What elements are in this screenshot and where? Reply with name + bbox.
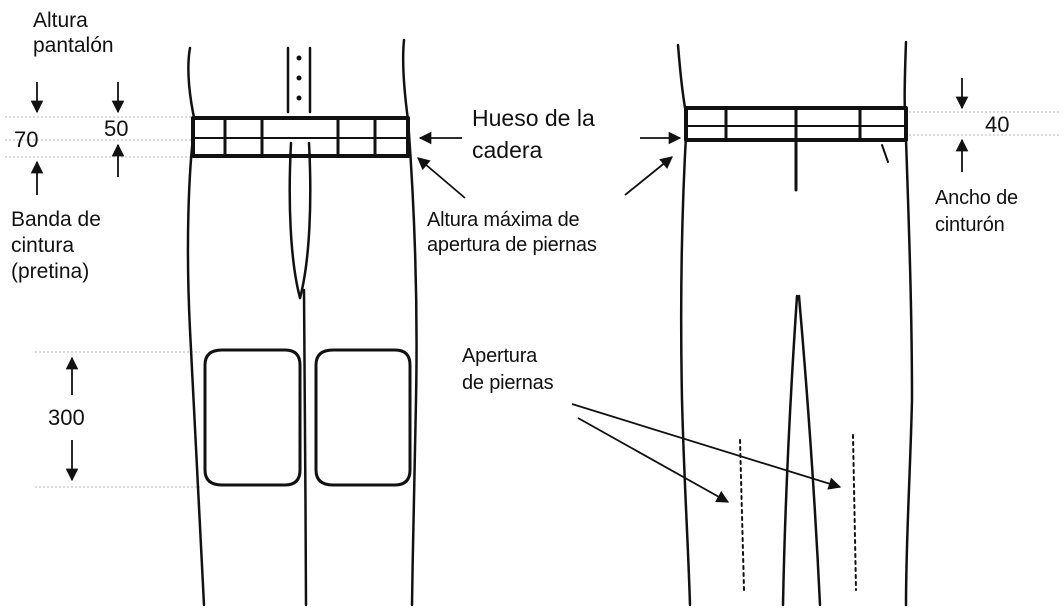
front-pants	[186, 38, 418, 607]
label-banda-cintura: Banda de cintura (pretina)	[11, 207, 101, 285]
front-outline-right	[401, 38, 418, 607]
back-dart	[881, 144, 889, 163]
front-inseam	[302, 288, 308, 607]
front-belt-strap	[286, 46, 312, 114]
arrow-altura-max-right	[624, 156, 673, 196]
front-outline-left	[186, 46, 206, 607]
annotation-arrows	[30, 78, 969, 503]
label-line: pantalón	[33, 34, 114, 57]
label-line: (pretina)	[11, 260, 90, 283]
label-line: cinturón	[935, 214, 1005, 236]
back-outline-left	[676, 43, 692, 607]
back-belt-loops	[724, 108, 862, 140]
label-altura-pantalon: Altura pantalón	[33, 8, 114, 58]
back-outline-right	[903, 40, 914, 607]
label-line: Altura máxima de	[427, 209, 580, 231]
measurement-40: 40	[985, 112, 1010, 137]
label-line: de piernas	[462, 372, 554, 394]
knee-patch-left	[203, 348, 302, 487]
measurement-300: 300	[48, 405, 85, 430]
guide-lines	[5, 111, 1060, 488]
label-line: cintura	[11, 234, 75, 257]
arrow-altura-max-left	[417, 157, 466, 199]
knee-patch-right	[314, 348, 412, 487]
label-line: Altura	[33, 9, 88, 32]
arrow-apertura-right	[571, 403, 842, 490]
label-ancho-cinturon: Ancho de cinturón	[935, 185, 1018, 239]
label-apertura-piernas: Apertura de piernas	[462, 343, 554, 397]
measurement-70: 70	[14, 127, 39, 152]
label-line: Ancho de	[935, 187, 1018, 209]
front-fly	[288, 141, 312, 300]
arrow-apertura-left	[577, 417, 730, 503]
measurement-50: 50	[104, 116, 129, 141]
label-hueso-cadera: Hueso de la cadera	[472, 102, 595, 166]
back-inseam	[781, 294, 822, 607]
leg-opening-stitch	[739, 434, 857, 591]
label-line: Banda de	[11, 208, 101, 231]
label-line: Apertura	[462, 345, 538, 367]
front-belt-loops	[223, 118, 377, 157]
label-altura-maxima: Altura máxima de apertura de piernas	[427, 208, 597, 258]
back-pants	[676, 40, 914, 607]
label-line: cadera	[472, 137, 543, 163]
belt-holes	[296, 55, 302, 101]
label-line: apertura de piernas	[427, 234, 597, 256]
label-line: Hueso de la	[472, 105, 595, 131]
